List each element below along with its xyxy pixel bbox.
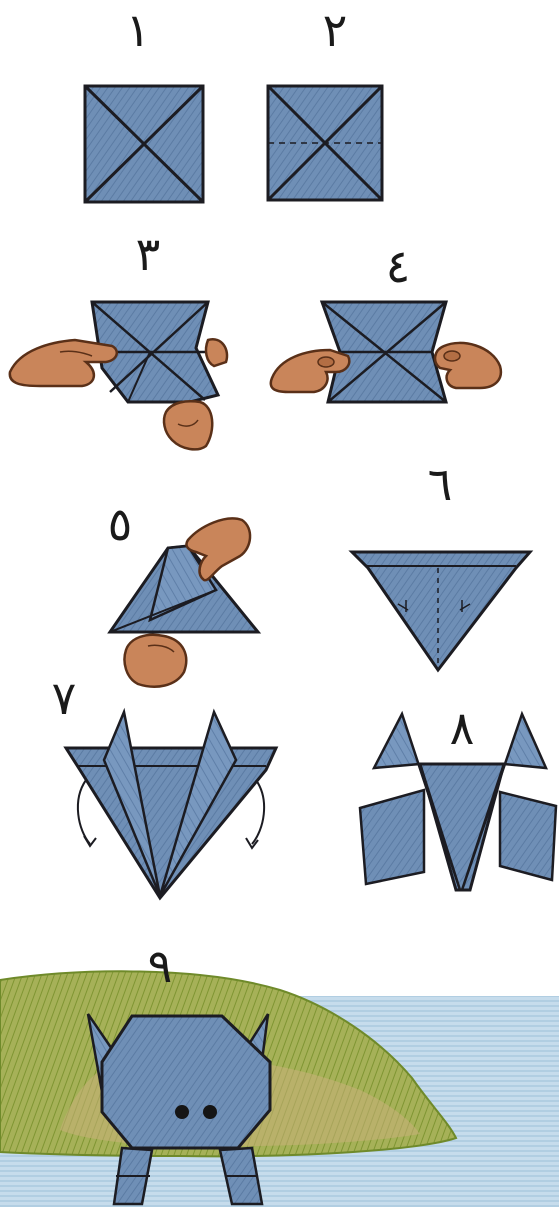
step-5-bottom-hand [125,635,187,687]
crab-left-eye [175,1105,189,1119]
step-6-triangle-paper [352,552,530,670]
step-3-bottom-hand [164,401,212,449]
step-3-right-hand [206,339,227,366]
step-7: ٧ [52,671,276,898]
step-4: ٤ [271,239,501,402]
step-2-square-paper [268,86,382,200]
step-7-number: ٧ [52,671,77,725]
step-9: ٩ [0,939,559,1207]
step-3: ٣ [10,227,227,449]
step-4-right-hand [435,343,501,388]
step-6-number: ٦ [428,457,453,511]
step-8: ٨ [360,701,556,890]
step-7-folded-shape [66,712,276,898]
step-4-number: ٤ [386,239,411,293]
step-9-number: ٩ [148,939,173,993]
step-5-number: ٥ [108,497,133,551]
step-3-left-hand [10,340,117,386]
crab-right-eye [203,1105,217,1119]
step-8-number: ٨ [450,701,475,755]
step-6: ٦ [352,457,530,670]
step-2-number: ٢ [323,3,348,57]
step-1-number: ١ [126,3,151,57]
step-2: ٢ [268,3,382,200]
step-3-number: ٣ [136,227,161,281]
step-1: ١ [85,3,203,202]
step-5: ٥ [108,497,258,687]
step-4-folding-paper [322,302,446,402]
step-1-square-paper [85,86,203,202]
